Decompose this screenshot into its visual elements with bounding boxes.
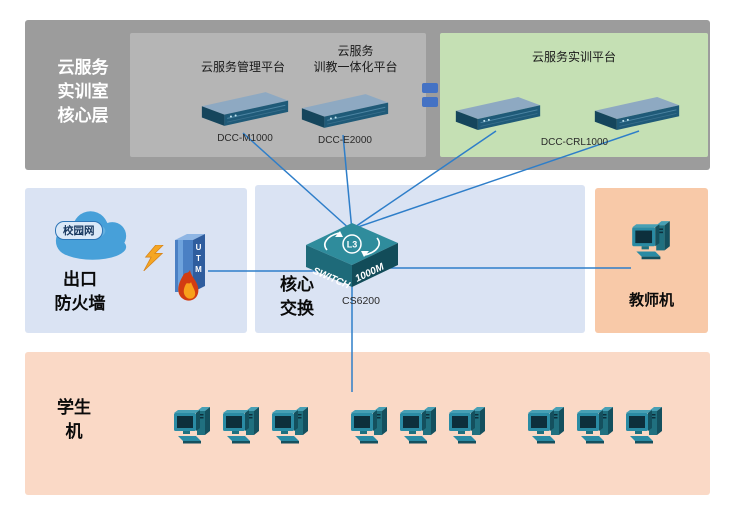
teacher-zone-label: 教师机 [628,292,674,309]
utm-label: UTM [194,243,203,276]
edu-platform-title: 云服务 训教一体化平台 [313,44,398,74]
student-computer-icon [622,404,666,448]
student-computer-icon [219,404,263,448]
firewall-zone: 校园网 UTM 出口 防火墙 [25,188,247,333]
switch-zone-label: 核心 交换 [280,275,314,319]
panel-link-connector-bottom [422,97,438,107]
panel-link-connector-top [422,83,438,93]
student-computer-icon [170,404,214,448]
student-zone-label: 学生 机 [57,398,91,442]
student-computer-icon [524,404,568,448]
edu-platform-device-name: DCC-E2000 [318,135,372,146]
l3-switch-icon: L3 SWITCH 1000M [306,223,398,289]
student-computer-icon [396,404,440,448]
utm-firewall-icon: UTM [165,228,213,306]
training-platform-device-name: DCC-CRL1000 [540,137,609,148]
student-computer-icon [445,404,489,448]
lightning-bolt-icon [143,245,164,271]
training-platform-panel: 云服务实训平台 DCC-CRL1000 [440,33,708,157]
student-computer-icon [347,404,391,448]
training-platform-title: 云服务实训平台 [531,50,616,64]
server-icon-dcc-m1000 [200,88,290,130]
switch-l3-badge: L3 [347,240,358,250]
student-computer-group [170,404,312,448]
student-computers-row [170,404,666,448]
student-zone: 学生 机 [25,352,710,495]
core-layer-zone: 云服务 实训室 核心层 云服务管理平台 云服务 训教一体化平台 DCC-M100… [25,20,710,170]
server-icon-dcc-e2000 [300,90,390,132]
switch-device-name: CS6200 [342,295,380,307]
core-switch-zone: L3 SWITCH 1000M 核心 交换 CS6200 [255,185,585,333]
mgmt-platform-title: 云服务管理平台 [200,60,285,74]
firewall-zone-label: 出口 防火墙 [54,270,106,314]
mgmt-platform-device-name: DCC-M1000 [217,133,273,144]
student-computer-group [347,404,489,448]
server-icon-dcc-crl1000-a [454,93,542,134]
management-platforms-panel: 云服务管理平台 云服务 训教一体化平台 DCC-M1000 DCC-E2000 [130,33,426,157]
server-icon-dcc-crl1000-b [593,93,681,134]
teacher-computer-icon [628,218,674,264]
core-layer-label: 云服务 实训室 核心层 [57,58,109,126]
student-computer-group [524,404,666,448]
campus-network-label: 校园网 [55,221,103,240]
student-computer-icon [268,404,312,448]
teacher-zone: 教师机 [595,188,708,333]
student-computer-icon [573,404,617,448]
